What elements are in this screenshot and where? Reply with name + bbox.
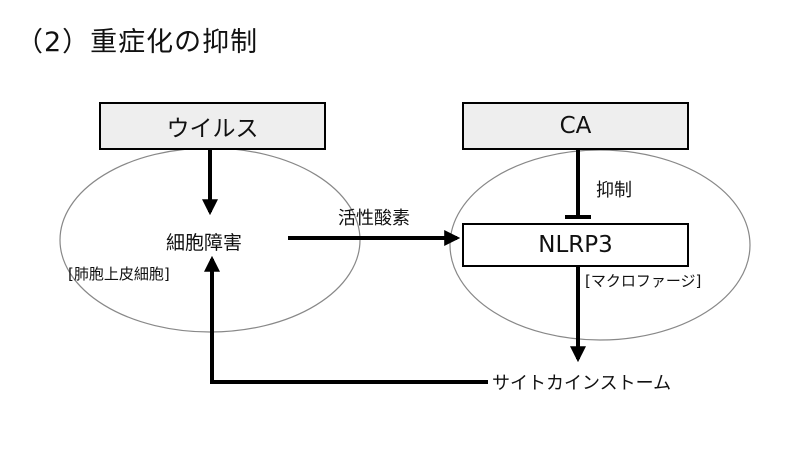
virus-box <box>99 102 326 150</box>
cell-damage-label: 細胞障害 <box>166 232 243 254</box>
ca-label: CA <box>559 113 592 139</box>
cytokine-storm-label: サイトカインストーム <box>492 373 672 394</box>
arrow-storm-to-damage <box>204 255 488 384</box>
alveolar-cell-label: [肺胞上皮細胞] <box>68 265 170 283</box>
virus-label: ウイルス <box>166 116 259 142</box>
nlrp3-box <box>462 223 689 267</box>
ca-box <box>462 102 689 150</box>
inhibit-label: 抑制 <box>596 180 632 201</box>
page-title: （2）重症化の抑制 <box>16 27 259 58</box>
ros-label: 活性酸素 <box>338 208 410 229</box>
nlrp3-label: NLRP3 <box>538 232 613 258</box>
macrophage-label: [マクロファージ] <box>585 272 702 290</box>
